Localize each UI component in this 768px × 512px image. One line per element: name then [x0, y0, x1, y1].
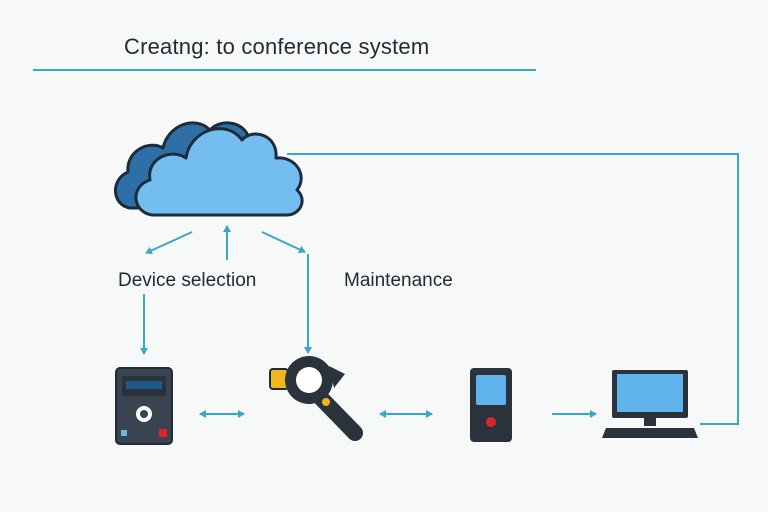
maintenance-label: Maintenance — [344, 270, 453, 291]
cloud-icon — [114, 121, 304, 217]
cloud-to-computer-link — [287, 153, 739, 425]
arrow-cloud-to-maintenance — [261, 231, 306, 254]
connectors — [140, 153, 739, 425]
arrow-cloud-to-device-selection — [145, 231, 193, 255]
title-underline — [33, 69, 536, 71]
diagram-title: Creatng: to conference system — [124, 34, 430, 59]
server-icon — [115, 367, 173, 445]
device-selection-label: Device selection — [118, 270, 257, 291]
mobile-device-icon — [470, 368, 512, 442]
desktop-computer-icon — [602, 370, 698, 438]
wrench-icon — [269, 356, 363, 441]
